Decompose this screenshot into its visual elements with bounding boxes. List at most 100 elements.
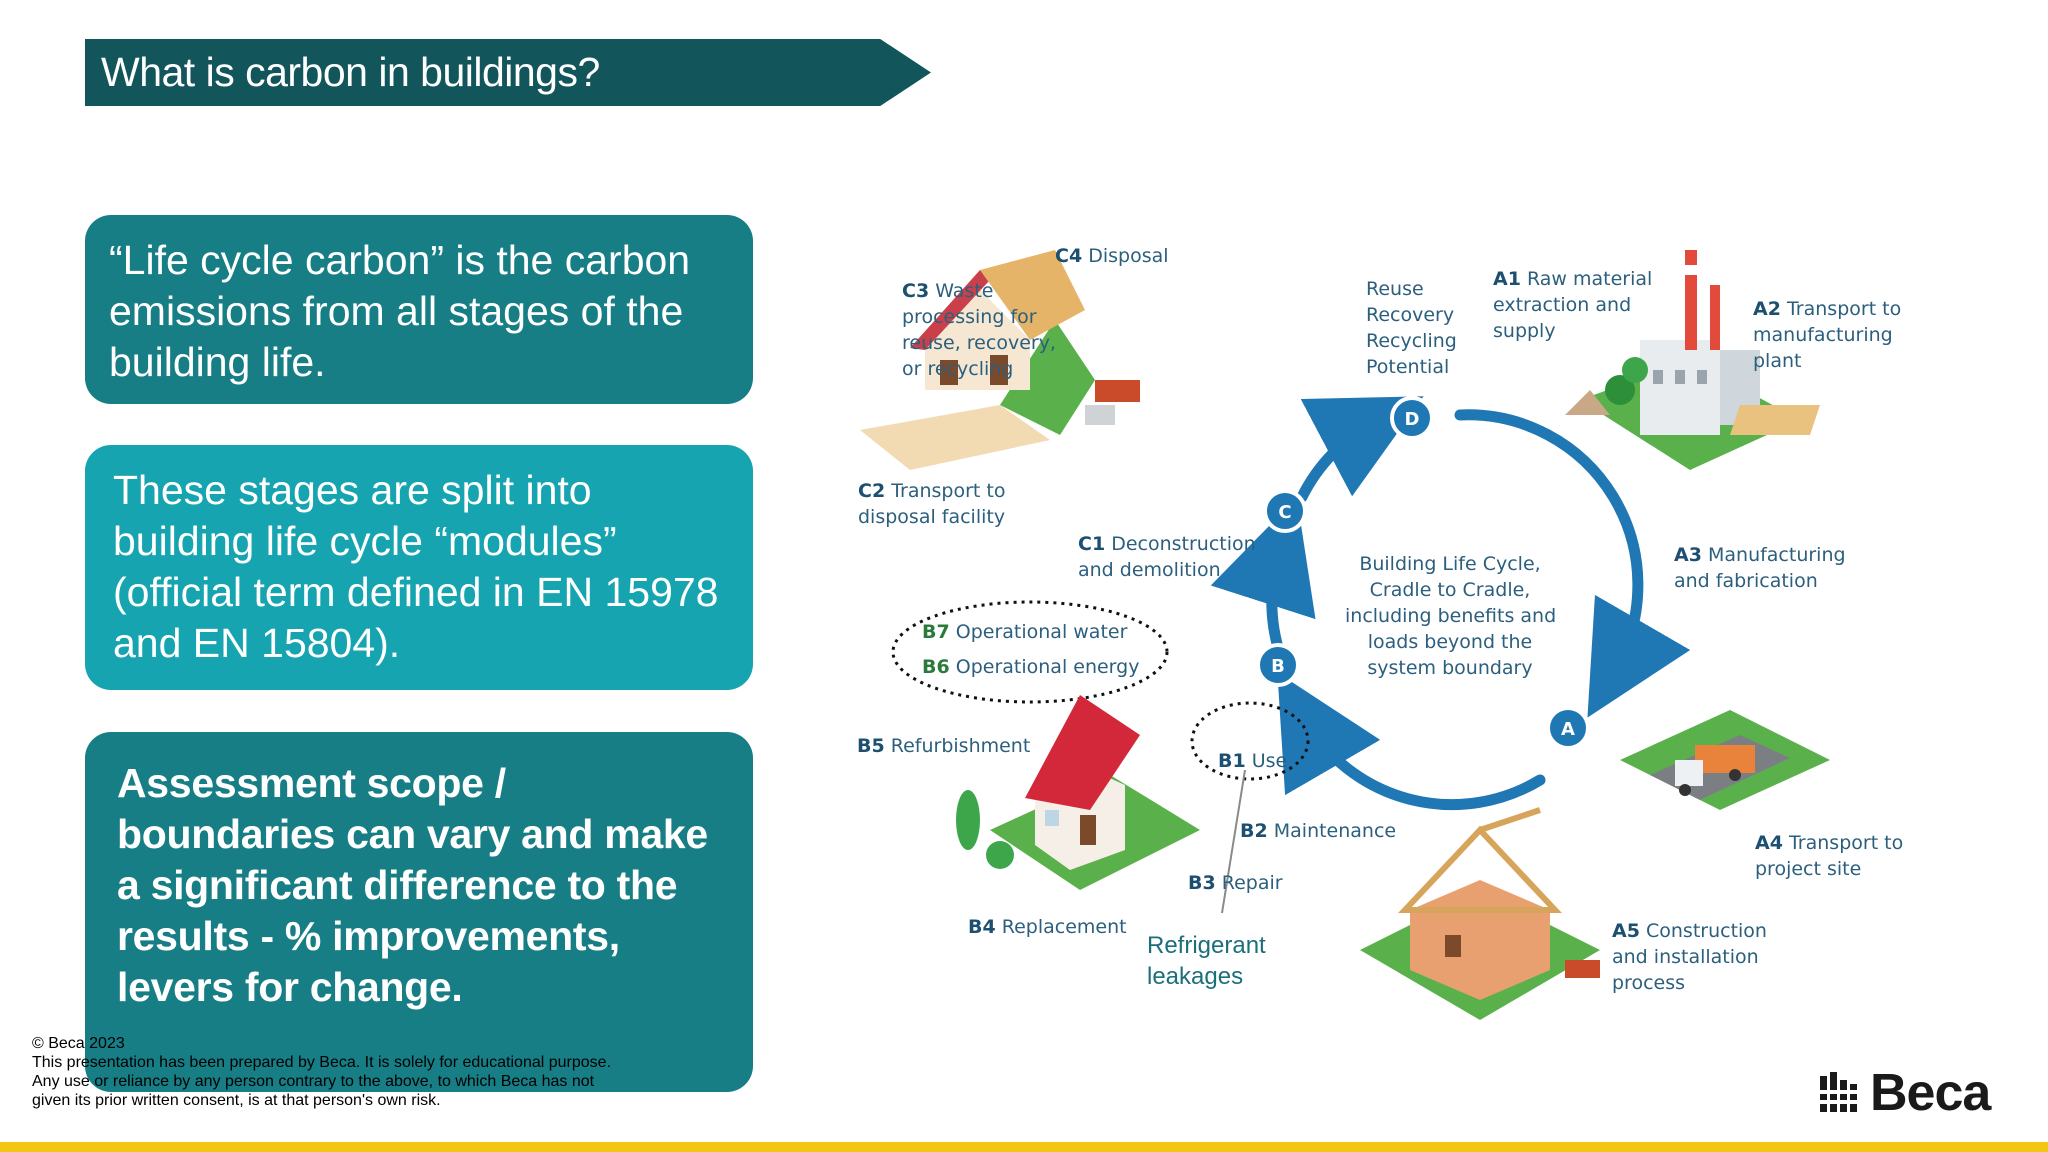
label-b4-code: B4: [968, 916, 996, 938]
node-b-label: B: [1271, 656, 1285, 677]
center-line: Cradle to Cradle,: [1369, 579, 1531, 601]
label-a3: A3 Manufacturing and fabrication: [1674, 542, 1846, 594]
beca-logo-icon: [1820, 1072, 1857, 1112]
label-c3-line3: reuse, recovery,: [902, 332, 1056, 354]
operational-house-illustration: [956, 695, 1200, 890]
copyright-line: © Beca 2023: [32, 1035, 125, 1052]
label-b2-code: B2: [1240, 820, 1268, 842]
node-c: C: [1263, 489, 1307, 533]
label-a2-line3: plant: [1753, 350, 1802, 372]
label-a4: A4 Transport to project site: [1755, 830, 1903, 882]
beca-logo-text: Beca: [1870, 1064, 1991, 1122]
center-line: loads beyond the: [1367, 631, 1533, 653]
beca-logo: Beca: [1818, 1064, 2008, 1122]
label-c4-text: Disposal: [1088, 245, 1169, 267]
modules-box: These stages are split into building lif…: [85, 445, 753, 690]
cycle-center-label: Building Life Cycle, Cradle to Cradle, i…: [1345, 551, 1556, 681]
center-line: system boundary: [1367, 657, 1533, 679]
label-a2-code: A2: [1753, 298, 1781, 320]
label-c2-line1: Transport to: [891, 480, 1006, 502]
disclaimer-line: Any use or reliance by any person contra…: [32, 1073, 595, 1090]
label-c3-line2: processing for: [902, 306, 1037, 328]
node-c-label: C: [1278, 502, 1291, 523]
label-b1-text: Use: [1251, 750, 1288, 772]
label-b6-code: B6: [922, 656, 950, 678]
label-c1-line2: and demolition: [1078, 559, 1221, 581]
label-a1: A1 Raw material extraction and supply: [1493, 266, 1652, 344]
center-line: Building Life Cycle,: [1359, 553, 1541, 575]
label-c2-code: C2: [858, 480, 886, 502]
label-a5-line1: Construction: [1645, 920, 1767, 942]
label-d-line: Reuse: [1366, 278, 1424, 300]
label-a2: A2 Transport to manufacturing plant: [1753, 296, 1901, 374]
label-b5-code: B5: [857, 735, 885, 757]
refrigerant-pointer: [1221, 769, 1246, 914]
node-a-label: A: [1561, 719, 1575, 740]
label-b1: B1 Use: [1218, 748, 1287, 774]
label-b3-code: B3: [1188, 872, 1216, 894]
disclaimer-line: given its prior written consent, is at t…: [32, 1092, 441, 1109]
truck-illustration: [1620, 710, 1830, 810]
node-d: D: [1390, 396, 1434, 440]
use-highlight: [1190, 701, 1310, 781]
label-c3: C3 Waste processing for reuse, recovery,…: [902, 278, 1056, 382]
label-a1-line3: supply: [1493, 320, 1556, 342]
refrigerant-line1: Refrigerant: [1147, 932, 1266, 959]
label-c1-code: C1: [1078, 533, 1106, 555]
life-cycle-graphic: A B C D: [860, 250, 1830, 1020]
label-a4-line1: Transport to: [1788, 832, 1904, 854]
label-c4-code: C4: [1055, 245, 1083, 267]
label-a1-line2: extraction and: [1493, 294, 1632, 316]
title-banner: [85, 39, 931, 106]
label-a3-line2: and fabrication: [1674, 570, 1818, 592]
label-c1-line1: Deconstruction: [1111, 533, 1256, 555]
label-b3-text: Repair: [1221, 872, 1283, 894]
label-b2: B2 Maintenance: [1240, 818, 1396, 844]
label-a5-line2: and installation: [1612, 946, 1759, 968]
node-b: B: [1256, 643, 1300, 687]
label-a4-line2: project site: [1755, 858, 1862, 880]
assessment-scope-box: Assessment scope / boundaries can vary a…: [85, 732, 753, 1092]
label-b7: B7 Operational water: [922, 619, 1127, 645]
slide-title: What is carbon in buildings?: [101, 49, 600, 95]
label-c3-code: C3: [902, 280, 930, 302]
operational-highlight: [891, 600, 1169, 704]
disposal-house-illustration: [860, 250, 1140, 470]
label-c3-line4: or recycling: [902, 358, 1014, 380]
label-a5: A5 Construction and installation process: [1612, 918, 1767, 996]
label-a1-code: A1: [1493, 268, 1521, 290]
life-cycle-carbon-box: “Life cycle carbon” is the carbon emissi…: [85, 215, 753, 404]
label-a5-line3: process: [1612, 972, 1686, 994]
label-b7-text: Operational water: [955, 621, 1128, 643]
label-a1-line1: Raw material: [1526, 268, 1653, 290]
label-c3-line1: Waste: [935, 280, 994, 302]
label-a3-line1: Manufacturing: [1707, 544, 1846, 566]
label-d-line: Potential: [1366, 356, 1450, 378]
label-a2-line1: Transport to: [1786, 298, 1902, 320]
life-cycle-diagram: A B C D: [840, 230, 2030, 1050]
label-b7-code: B7: [922, 621, 950, 643]
label-b6-text: Operational energy: [955, 656, 1140, 678]
construction-house-illustration: [1360, 807, 1600, 1020]
label-b2-text: Maintenance: [1273, 820, 1397, 842]
label-d: Reuse Recovery Recycling Potential: [1366, 276, 1457, 380]
label-b4-text: Replacement: [1001, 916, 1127, 938]
label-b5: B5 Refurbishment: [857, 733, 1030, 759]
label-c2-line2: disposal facility: [858, 506, 1006, 528]
refrigerant-line2: leakages: [1147, 963, 1244, 990]
label-b3: B3 Repair: [1188, 870, 1283, 896]
refrigerant-leakages-label: Refrigerant leakages: [1147, 930, 1266, 992]
label-b6: B6 Operational energy: [922, 654, 1139, 680]
node-d-label: D: [1405, 409, 1420, 430]
copyright-note: © Beca 2023 This presentation has been p…: [32, 1034, 732, 1110]
footer-accent-bar: [0, 1142, 2048, 1152]
label-a5-code: A5: [1612, 920, 1640, 942]
label-c4: C4 Disposal: [1055, 243, 1169, 269]
label-b1-code: B1: [1218, 750, 1246, 772]
factory-illustration: [1565, 250, 1820, 470]
node-a: A: [1546, 706, 1590, 750]
label-b5-text: Refurbishment: [890, 735, 1031, 757]
disclaimer-line: This presentation has been prepared by B…: [32, 1054, 612, 1071]
label-a2-line2: manufacturing: [1753, 324, 1893, 346]
label-c2: C2 Transport to disposal facility: [858, 478, 1006, 530]
